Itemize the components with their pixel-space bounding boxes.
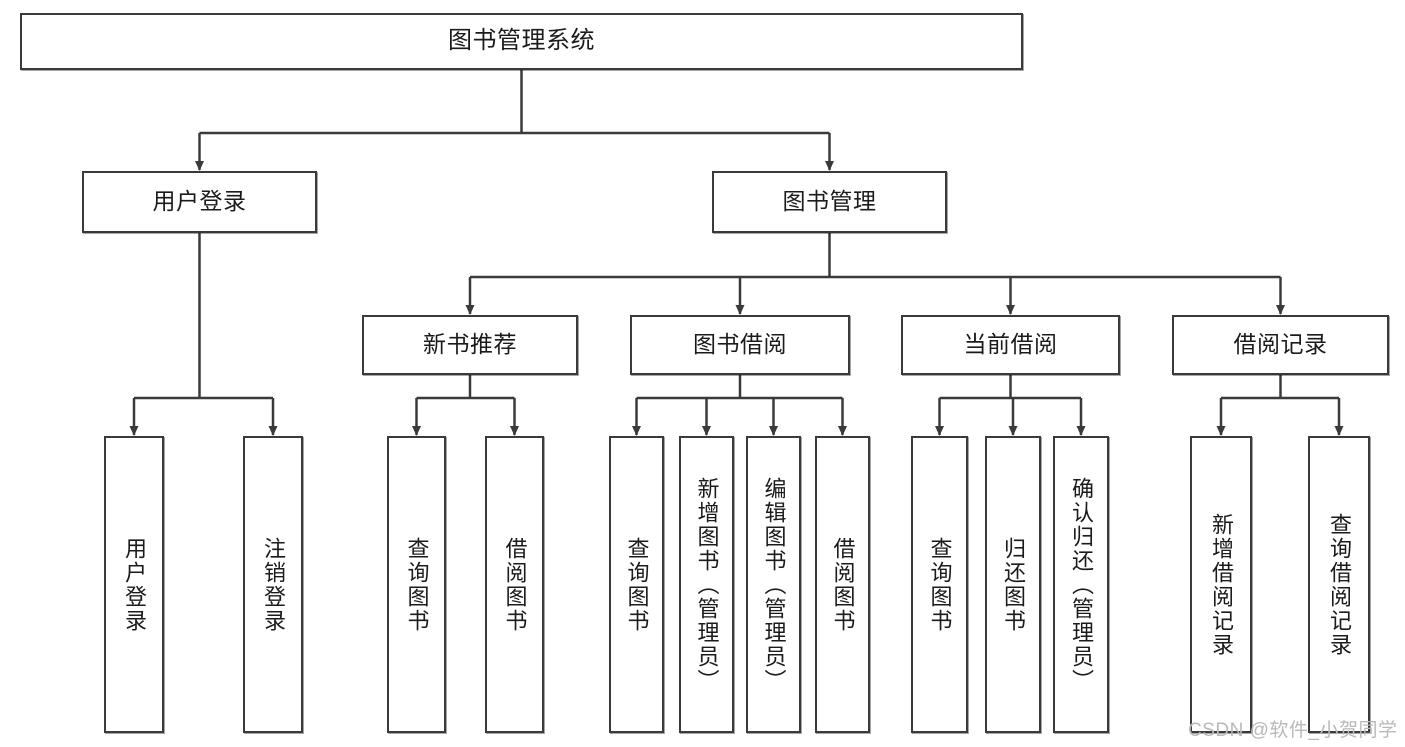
node-label-user-login: 用户登录: [152, 188, 247, 215]
node-label-leaf-cur-query: 查询图书: [927, 536, 953, 633]
node-label-leaf-rec-search: 查询借阅记录: [1326, 512, 1352, 657]
node-leaf-rec-search[interactable]: 查询借阅记录: [1308, 436, 1370, 733]
node-label-leaf-borrow-edit: 编辑图书（管理员）: [761, 476, 787, 693]
node-book-borrow[interactable]: 图书借阅: [630, 315, 850, 375]
node-label-leaf-cur-return: 归还图书: [1000, 536, 1026, 633]
node-label-borrow-record: 借阅记录: [1233, 331, 1328, 358]
node-leaf-borrow-edit[interactable]: 编辑图书（管理员）: [746, 436, 801, 733]
node-borrow-record[interactable]: 借阅记录: [1172, 315, 1389, 375]
node-current-borrow[interactable]: 当前借阅: [901, 315, 1120, 375]
node-leaf-borrow-add[interactable]: 新增图书（管理员）: [679, 436, 734, 733]
node-leaf-user-login[interactable]: 用户登录: [104, 436, 164, 733]
node-label-current-borrow: 当前借阅: [963, 331, 1058, 358]
node-leaf-rec-add[interactable]: 新增借阅记录: [1190, 436, 1252, 733]
node-user-login[interactable]: 用户登录: [82, 171, 317, 233]
node-label-book-manage: 图书管理: [782, 188, 877, 215]
node-leaf-rec-borrow[interactable]: 借阅图书: [485, 436, 544, 733]
node-label-leaf-user-login: 用户登录: [121, 536, 147, 633]
node-leaf-user-logout[interactable]: 注销登录: [243, 436, 303, 733]
node-leaf-cur-confirm[interactable]: 确认归还（管理员）: [1053, 436, 1109, 733]
node-label-new-book-rec: 新书推荐: [423, 331, 517, 358]
node-leaf-borrow-lend[interactable]: 借阅图书: [815, 436, 870, 733]
node-label-book-borrow: 图书借阅: [693, 331, 787, 358]
node-label-leaf-rec-query: 查询图书: [404, 536, 430, 633]
node-root[interactable]: 图书管理系统: [20, 13, 1023, 70]
node-book-manage[interactable]: 图书管理: [712, 171, 947, 233]
node-label-leaf-rec-borrow: 借阅图书: [502, 536, 528, 633]
node-label-root: 图书管理系统: [448, 27, 595, 55]
node-leaf-rec-query[interactable]: 查询图书: [387, 436, 446, 733]
node-label-leaf-borrow-lend: 借阅图书: [830, 536, 856, 633]
node-label-leaf-borrow-query: 查询图书: [624, 536, 650, 633]
node-leaf-cur-return[interactable]: 归还图书: [985, 436, 1041, 733]
node-label-leaf-user-logout: 注销登录: [260, 536, 286, 633]
node-label-leaf-cur-confirm: 确认归还（管理员）: [1068, 476, 1094, 693]
node-label-leaf-rec-add: 新增借阅记录: [1208, 512, 1234, 657]
node-leaf-cur-query[interactable]: 查询图书: [911, 436, 968, 733]
node-new-book-rec[interactable]: 新书推荐: [362, 315, 578, 375]
node-leaf-borrow-query[interactable]: 查询图书: [609, 436, 664, 733]
csdn-watermark: CSDN @软件_小贺同学: [1188, 720, 1398, 741]
node-label-leaf-borrow-add: 新增图书（管理员）: [694, 476, 720, 693]
